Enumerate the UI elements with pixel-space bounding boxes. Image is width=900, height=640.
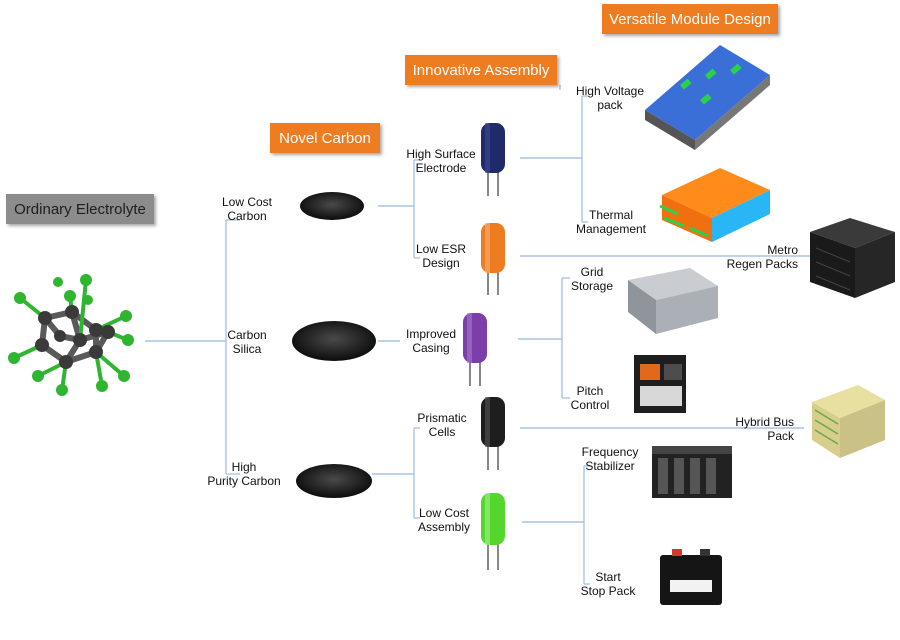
capacitor-icon	[481, 397, 505, 470]
label-high-purity-carbon: High Purity Carbon	[207, 460, 281, 488]
label-start-stop-pack: Start Stop Pack	[580, 570, 636, 598]
battery-module-icon	[628, 268, 718, 334]
battery-module-icon	[634, 355, 686, 413]
label-grid-storage: Grid Storage	[570, 265, 614, 293]
label-low-cost-carbon: Low Cost Carbon	[221, 195, 273, 223]
carbon-powder-icon	[300, 192, 364, 220]
label-frequency-stabilizer: Frequency Stabilizer	[581, 445, 639, 473]
battery-module-icon	[812, 385, 885, 458]
header-novel-carbon: Novel Carbon	[270, 123, 380, 153]
header-versatile-module-design: Versatile Module Design	[602, 4, 778, 34]
label-hybrid-bus-pack: Hybrid Bus Pack	[735, 415, 794, 443]
label-high-voltage-pack: High Voltage pack	[575, 84, 645, 112]
label-thermal-management: Thermal Management	[575, 208, 647, 236]
battery-module-icon	[659, 168, 770, 242]
battery-module-icon	[810, 218, 895, 298]
label-pitch-control: Pitch Control	[570, 384, 610, 412]
capacitor-icon	[481, 493, 505, 570]
label-improved-casing: Improved Casing	[405, 327, 457, 355]
label-low-cost-assembly: Low Cost Assembly	[417, 506, 470, 534]
battery-module-icon	[652, 446, 732, 498]
molecule-icon	[8, 274, 134, 396]
label-low-esr-design: Low ESR Design	[415, 242, 467, 270]
capacitor-icon	[481, 123, 505, 196]
label-carbon-silica: Carbon Silica	[227, 328, 267, 356]
carbon-powder-icon	[296, 464, 372, 498]
carbon-powder-icon	[292, 321, 376, 361]
battery-module-icon	[660, 549, 722, 605]
capacitor-icon	[463, 313, 487, 386]
connector-lines	[145, 85, 810, 585]
header-innovative-assembly: Innovative Assembly	[405, 55, 557, 85]
header-ordinary-electrolyte: Ordinary Electrolyte	[6, 194, 154, 224]
capacitor-icon	[481, 223, 505, 295]
label-metro-regen-packs: Metro Regen Packs	[726, 243, 798, 271]
label-prismatic-cells: Prismatic Cells	[417, 411, 467, 439]
battery-module-icon	[645, 45, 770, 150]
label-high-surface-electrode: High Surface Electrode	[406, 147, 476, 175]
